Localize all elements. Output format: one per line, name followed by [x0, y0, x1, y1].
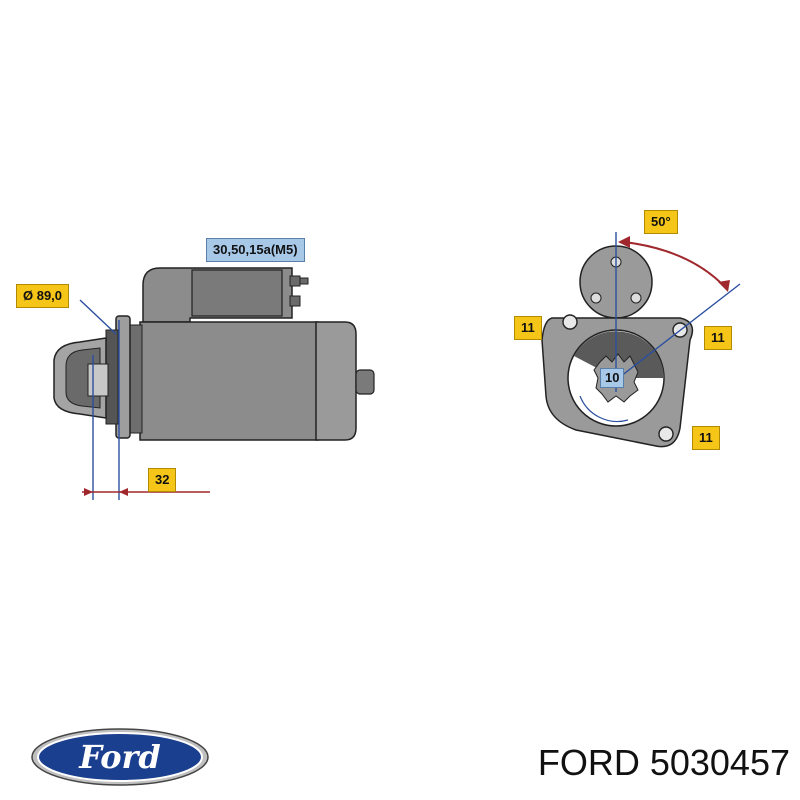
solenoid-cap: [191, 269, 283, 317]
ford-logo-text: Ford: [78, 738, 161, 776]
terminal-stud-3: [299, 277, 309, 285]
bolt-hole-top-left: [562, 314, 578, 330]
part-number: 5030457: [649, 742, 790, 783]
angle-arrowhead-right: [718, 280, 730, 292]
flange-leader: [79, 299, 117, 335]
ford-logo: Ford: [31, 728, 209, 786]
rear-bushing: [355, 369, 375, 395]
pinion-gear: [87, 363, 109, 397]
angled-reference-line: [615, 283, 741, 381]
angle-arrowhead-left: [618, 236, 630, 248]
terminal-stud-2: [289, 295, 301, 307]
pinion-offset-label: 32: [148, 468, 177, 492]
starter-side-view: [53, 267, 375, 500]
bolt-hole-bottom-right: [658, 426, 674, 442]
rotation-hint: [579, 395, 629, 423]
terminal-stud-1: [289, 275, 301, 287]
bolt-bottom-right-label: 11: [692, 426, 720, 450]
ford-logo-inner: [37, 732, 203, 782]
dim-arrowhead-right: [119, 488, 128, 496]
bolt-top-left-label: 11: [514, 316, 542, 340]
motor-end-cap: [315, 321, 357, 441]
pinion-teeth-label: 10: [600, 368, 625, 388]
rear-lobe-hole-left: [590, 292, 602, 304]
flange-diameter-label: Ø 89,0: [16, 284, 70, 308]
starter-motor-diagram: [53, 232, 741, 500]
rear-lobe-hole-right: [630, 292, 642, 304]
terminals-label: 30,50,15a(M5): [206, 238, 305, 262]
brand-name: FORD: [537, 742, 640, 783]
rotation-angle-label: 50°: [644, 210, 678, 234]
bolt-top-right-label: 11: [704, 326, 732, 350]
dim-arrowhead-left: [84, 488, 93, 496]
motor-housing: [139, 321, 319, 441]
angle-arc: [623, 241, 727, 289]
